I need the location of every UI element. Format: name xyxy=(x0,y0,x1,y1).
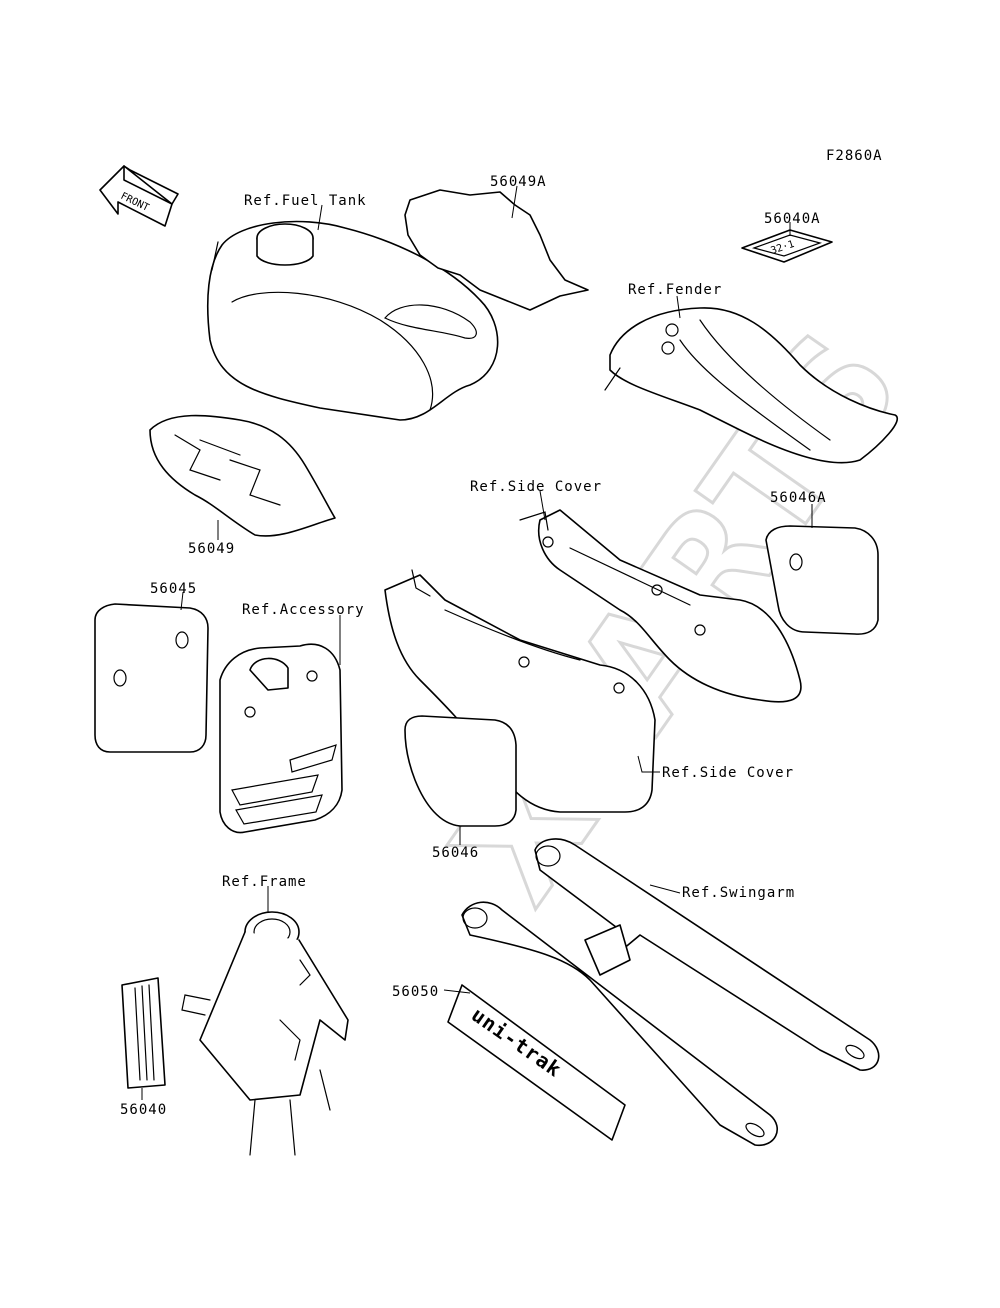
callout-56046: 56046 xyxy=(432,845,479,861)
callout-56040A: 56040A xyxy=(764,211,821,227)
callout-56046A: 56046A xyxy=(770,490,827,506)
decal-56040A: 32·1 xyxy=(741,229,833,263)
decal-56045 xyxy=(94,603,209,753)
accessory-plate xyxy=(219,643,343,834)
side-cover-bottom xyxy=(384,569,656,813)
leader-lines xyxy=(141,185,813,1100)
front-arrow-icon: FRONT xyxy=(99,165,179,227)
fender xyxy=(604,307,898,464)
callout-ref-accessory: Ref.Accessory xyxy=(242,602,365,618)
figure-id: F2860A xyxy=(826,148,883,164)
callout-56049: 56049 xyxy=(188,541,235,557)
callout-ref-side-cover-bottom: Ref.Side Cover xyxy=(662,765,794,781)
decal-56046 xyxy=(404,715,517,827)
decal-56049A xyxy=(404,189,589,311)
decal-56049 xyxy=(149,414,336,537)
callout-56040: 56040 xyxy=(120,1102,167,1118)
callout-56045: 56045 xyxy=(150,581,197,597)
fuel-tank xyxy=(206,220,499,421)
swingarm xyxy=(461,838,880,1146)
decal-56050: uni-trak xyxy=(447,984,626,1141)
decal-56046A xyxy=(765,525,879,635)
callout-ref-swingarm: Ref.Swingarm xyxy=(682,885,795,901)
side-cover-top xyxy=(519,509,802,703)
frame xyxy=(181,911,349,1156)
decal-56040 xyxy=(121,977,166,1089)
callout-ref-fender: Ref.Fender xyxy=(628,282,722,298)
callout-56050: 56050 xyxy=(392,984,439,1000)
callout-56049A: 56049A xyxy=(490,174,547,190)
callout-ref-fuel-tank: Ref.Fuel Tank xyxy=(244,193,367,209)
callout-ref-frame: Ref.Frame xyxy=(222,874,307,890)
callout-ref-side-cover-top: Ref.Side Cover xyxy=(470,479,602,495)
